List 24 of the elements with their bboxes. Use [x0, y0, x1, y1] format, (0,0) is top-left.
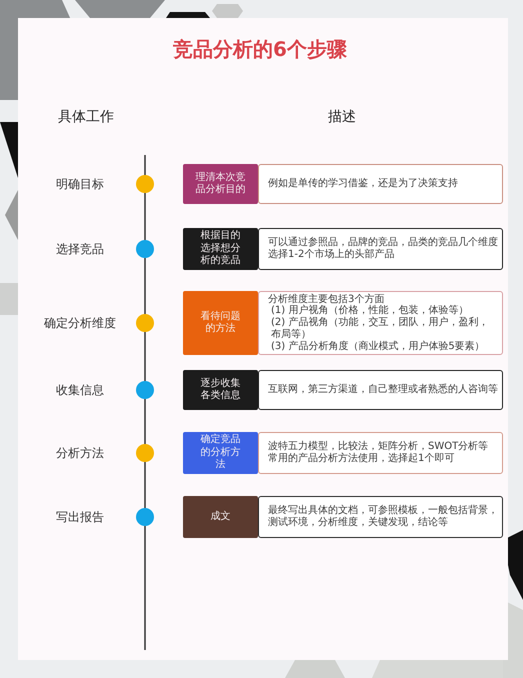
title: 竞品分析的6个步骤 — [172, 36, 348, 63]
step-label: 收集信息 — [55, 382, 105, 399]
description-text: 分析维度主要包括3个方面 — [268, 294, 384, 305]
column-header: 描述 — [328, 108, 356, 126]
step-title: 逐步收集各类信息 — [200, 378, 242, 402]
step-title: 理清本次竞品分析目的 — [194, 172, 246, 196]
step-title: 看待问题的方法 — [200, 310, 242, 336]
step-label: 分析方法 — [55, 445, 105, 462]
step-title: 确定竞品的分析方法 — [200, 434, 242, 472]
description-text: 波特五力模型，比较法，矩阵分析，SWOT分析等常用的产品分析方法使用，选择起1个即可 — [268, 441, 490, 465]
step-label: 确定分析维度 — [43, 315, 117, 332]
list-item: (1) 用户视角（价格，性能，包装，体验等） — [270, 305, 470, 316]
step-title: 根据目的选择想分析的竞品 — [200, 230, 242, 268]
description-text: 可以通过参照品，品牌的竞品，品类的竞品几个维度选择1-2个市场上的头部产品 — [268, 237, 498, 261]
description-text: 例如是单传的学习借鉴，还是为了决策支持 — [268, 178, 459, 190]
list-item: (3) 产品分析角度（商业模式，用户体验5要素） — [270, 340, 486, 352]
step-label: 明确目标 — [55, 176, 105, 193]
list-item: (2) 产品视角（功能，交互，团队，用户，盈利，布局等） — [270, 317, 490, 340]
description-text: 互联网，第三方渠道，自己整理或者熟悉的人咨询等 — [268, 384, 498, 396]
description-text: 最终写出具体的文档，可参照模板，一般包括背景，测试环境，分析维度，关键发现，结论等 — [268, 505, 498, 529]
column-header: 具体工作 — [58, 108, 114, 126]
step-label: 选择竞品 — [55, 241, 105, 258]
step-title: 成文 — [210, 510, 230, 524]
step-label: 写出报告 — [55, 509, 105, 526]
